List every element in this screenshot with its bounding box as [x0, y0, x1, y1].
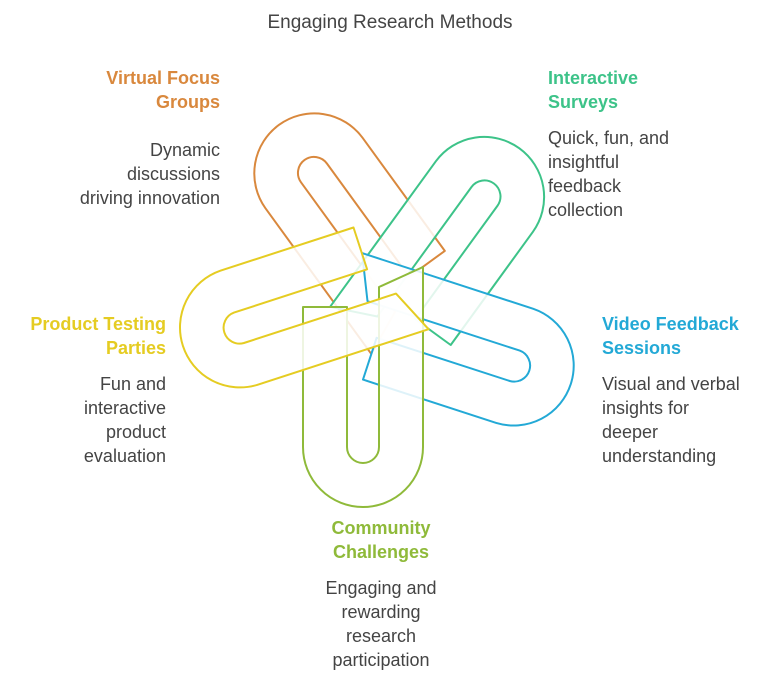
- heading-product-testing-parties: Product Testing Parties: [30, 314, 166, 358]
- heading-virtual-focus-groups: Virtual Focus Groups: [106, 68, 220, 112]
- desc-community-challenges: Engaging and rewarding research particip…: [325, 578, 437, 670]
- diagram-title: Engaging Research Methods: [267, 12, 513, 33]
- desc-interactive-surveys: Quick, fun, and insightful feedback coll…: [548, 128, 670, 220]
- heading-interactive-surveys: Interactive Surveys: [548, 68, 639, 112]
- desc-product-testing-parties: Fun and interactive product evaluation: [83, 374, 166, 466]
- heading-video-feedback-sessions: Video Feedback Sessions: [602, 314, 739, 358]
- desc-virtual-focus-groups: Dynamic discussions driving innovation: [79, 140, 220, 208]
- loop-product-testing-parties: [179, 226, 430, 389]
- desc-video-feedback-sessions: Visual and verbal insights for deeper un…: [602, 374, 740, 466]
- heading-community-challenges: Community Challenges: [331, 518, 431, 562]
